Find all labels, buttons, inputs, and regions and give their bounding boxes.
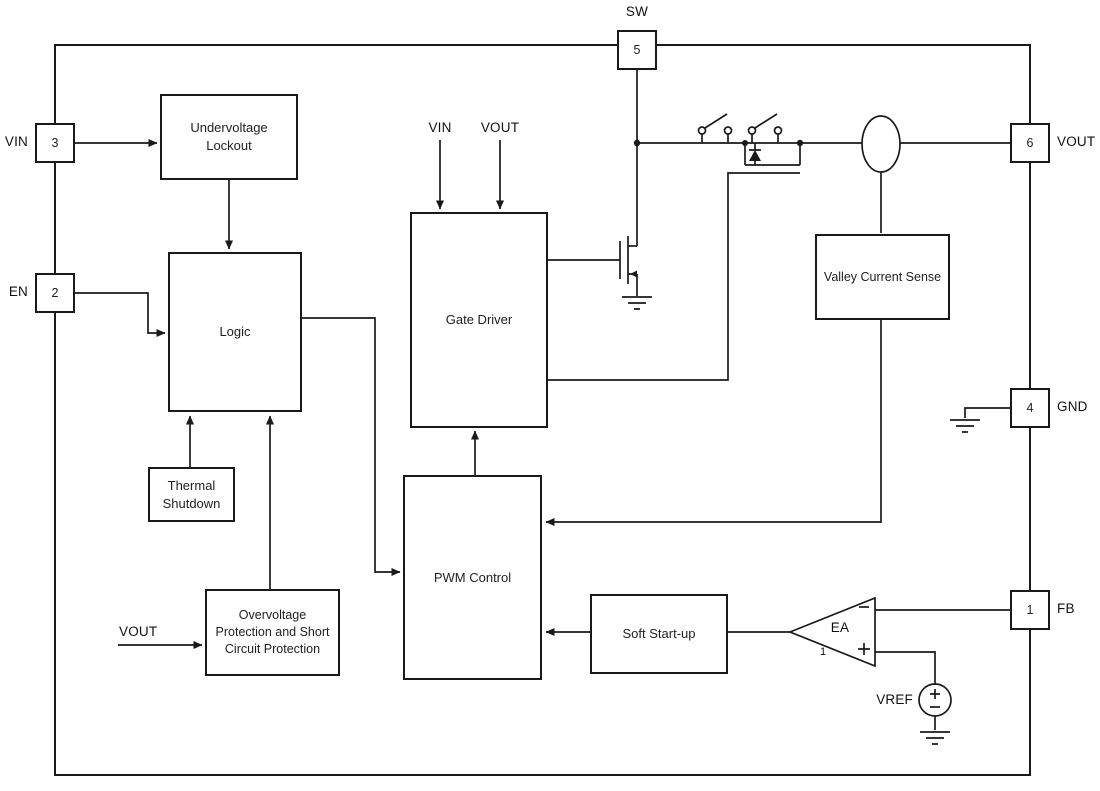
block-overvoltage-protection: Overvoltage Protection and Short Circuit… <box>205 589 340 676</box>
body-diode-icon <box>749 150 761 161</box>
highside-mosfet-icon <box>744 143 801 174</box>
pin-1-fb: 1 <box>1010 590 1050 630</box>
pin-5-sw: 5 <box>617 30 657 70</box>
junction-dots <box>633 139 804 147</box>
block-undervoltage-lockout: Undervoltage Lockout <box>160 94 298 180</box>
pin-6-vout: 6 <box>1010 123 1050 163</box>
block-logic: Logic <box>168 252 302 412</box>
gnd-ground-icon <box>950 419 980 433</box>
block-valley-current-sense: Valley Current Sense <box>815 234 950 320</box>
pin-2-en: 2 <box>35 273 75 313</box>
label-gate-driver-vin: VIN <box>428 120 452 135</box>
label-vref: VREF <box>876 692 913 707</box>
pin-label-vout: VOUT <box>1057 134 1096 149</box>
vref-source-icon <box>918 683 952 717</box>
pin-4-gnd: 4 <box>1010 388 1050 428</box>
pin-label-fb: FB <box>1057 601 1075 616</box>
block-gate-driver: Gate Driver <box>410 212 548 428</box>
pin-label-sw: SW <box>625 4 649 19</box>
block-soft-start-up: Soft Start-up <box>590 594 728 674</box>
lowside-mosfet-icon <box>619 236 638 296</box>
output-switch-icons <box>697 113 783 143</box>
wires <box>75 70 1010 730</box>
error-amplifier-icon <box>787 596 876 668</box>
label-gate-driver-vout: VOUT <box>480 120 520 135</box>
lowside-ground-icon <box>622 296 652 310</box>
block-thermal-shutdown: Thermal Shutdown <box>148 467 235 522</box>
pin-3-vin: 3 <box>35 123 75 163</box>
block-pwm-control: PWM Control <box>403 475 542 680</box>
plus-input-icon <box>858 643 870 655</box>
vref-ground-icon <box>920 731 950 745</box>
label-ovp-input-vout: VOUT <box>119 624 158 639</box>
label-error-amplifier: EA <box>830 620 850 635</box>
label-error-amp-pin: 1 <box>820 646 827 658</box>
current-sense-element-icon <box>861 115 901 173</box>
pin-label-vin: VIN <box>4 134 28 149</box>
pin-label-en: EN <box>8 284 28 299</box>
pin-label-gnd: GND <box>1057 399 1088 414</box>
